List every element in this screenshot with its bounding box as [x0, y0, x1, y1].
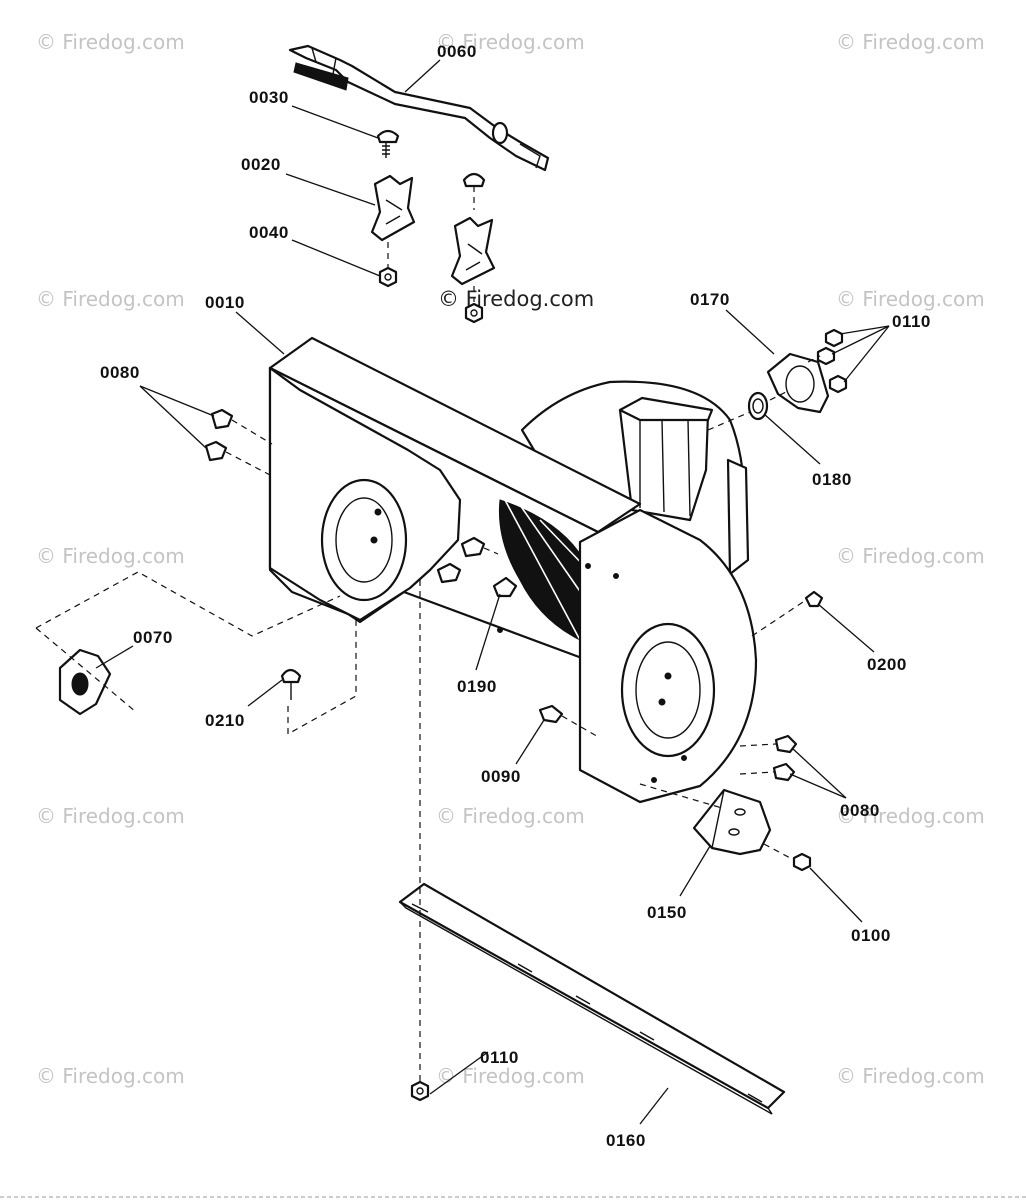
- watermark: © Firedog.com: [836, 544, 985, 568]
- label-0180: 0180: [812, 470, 852, 489]
- scraper-bar: [398, 580, 786, 1115]
- label-0060: 0060: [437, 42, 477, 61]
- label-0040: 0040: [249, 223, 289, 242]
- label-0020: 0020: [241, 155, 281, 174]
- leader-lines: [95, 59, 890, 1125]
- part-labels: 0060 0030 0020 0040 0010 0080 0070 0210 …: [100, 42, 931, 1150]
- label-0110-top: 0110: [892, 312, 931, 331]
- auger-housing: [268, 336, 758, 804]
- bearing-flange-assembly: [707, 328, 848, 431]
- chute-crank-rod: [288, 44, 550, 172]
- label-0170: 0170: [690, 290, 730, 309]
- label-0090: 0090: [481, 767, 521, 786]
- watermark: © Firedog.com: [836, 287, 985, 311]
- watermark: © Firedog.com: [36, 1064, 185, 1088]
- label-0070: 0070: [133, 628, 173, 647]
- label-0210: 0210: [205, 711, 245, 730]
- watermark: © Firedog.com: [36, 804, 185, 828]
- label-0200: 0200: [867, 655, 907, 674]
- carriage-bolts-left: [204, 408, 273, 477]
- bearing-plate-left: [35, 571, 341, 716]
- skid-shoe: [639, 783, 812, 872]
- watermark: © Firedog.com: [836, 1064, 985, 1088]
- label-0030: 0030: [249, 88, 289, 107]
- label-0080-left: 0080: [100, 363, 140, 382]
- watermark: © Firedog.com: [36, 287, 185, 311]
- center-watermark: © Firedog.com: [438, 287, 594, 311]
- watermark: © Firedog.com: [36, 30, 185, 54]
- label-0100: 0100: [851, 926, 891, 945]
- watermark: © Firedog.com: [36, 544, 185, 568]
- bracket-hardware: [370, 129, 496, 324]
- watermark-layer: © Firedog.com © Firedog.com © Firedog.co…: [36, 30, 985, 1088]
- inner-bolts: [436, 536, 518, 598]
- label-0160: 0160: [606, 1131, 646, 1150]
- label-0010: 0010: [205, 293, 245, 312]
- watermark: © Firedog.com: [436, 30, 585, 54]
- label-0190: 0190: [457, 677, 497, 696]
- label-0110-bottom: 0110: [480, 1048, 519, 1067]
- label-0150: 0150: [647, 903, 687, 922]
- watermark: © Firedog.com: [836, 804, 985, 828]
- right-side-hardware: [538, 590, 824, 782]
- label-0080-right: 0080: [840, 801, 880, 820]
- carriage-bolt-0210: [280, 620, 357, 736]
- watermark: © Firedog.com: [436, 1064, 585, 1088]
- watermark: © Firedog.com: [436, 804, 585, 828]
- watermark: © Firedog.com: [836, 30, 985, 54]
